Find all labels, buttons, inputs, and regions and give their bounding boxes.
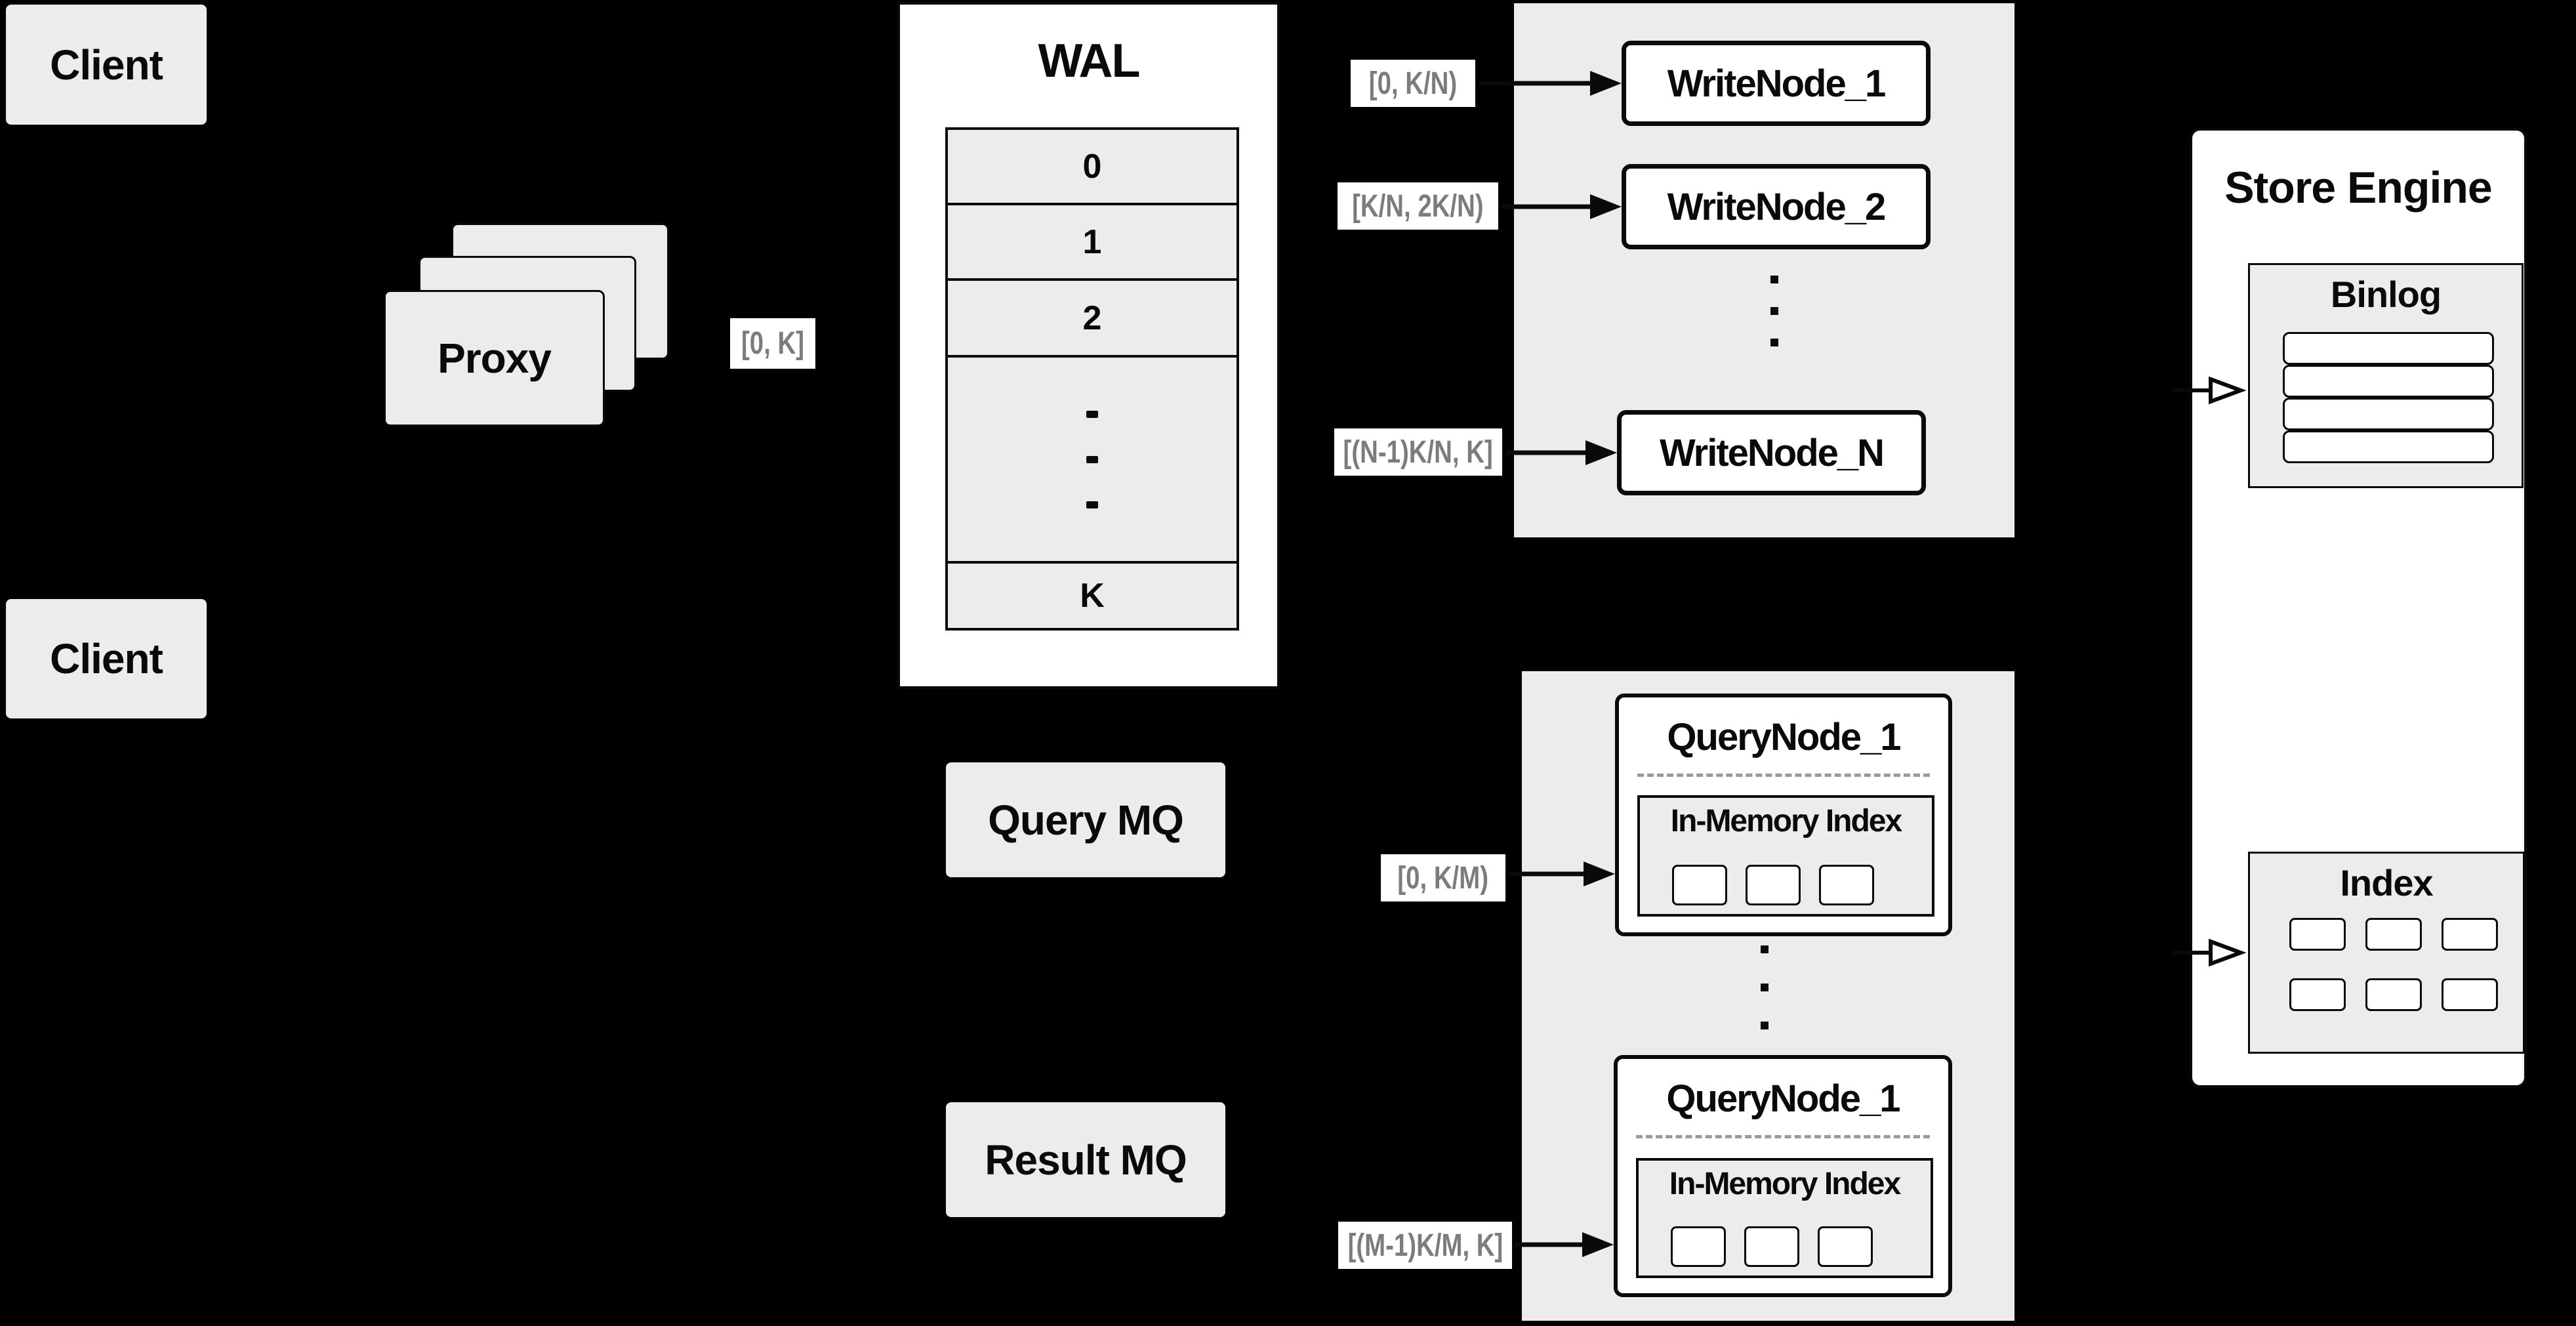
index-box: Index	[2248, 852, 2525, 1054]
wal-container: WAL 0 1 2 K	[897, 2, 1280, 689]
query-node-2-label: QueryNode_1	[1666, 1077, 1900, 1120]
ellipsis-dot	[1761, 1022, 1768, 1029]
wal-ellipsis-row	[948, 355, 1237, 561]
query-node-ellipsis	[1761, 945, 1768, 1029]
wal-segment-row: 0	[948, 130, 1237, 203]
range-label-querynode-1: [0, K/M)	[1381, 854, 1505, 901]
index-file-chip	[2289, 978, 2346, 1011]
client-middle-label: Client	[50, 635, 163, 682]
index-title: Index	[2340, 862, 2433, 903]
segment-chip	[1746, 865, 1801, 905]
binlog-segment-bar	[2283, 365, 2494, 398]
proxy-label: Proxy	[438, 335, 552, 382]
ellipsis-dot	[1086, 501, 1098, 508]
segment-chip	[1744, 1226, 1799, 1267]
wal-segment-table: 0 1 2 K	[945, 127, 1239, 631]
query-node-1-box: QueryNode_1 In-Memory Index	[1615, 694, 1952, 936]
ellipsis-dot	[1770, 339, 1778, 346]
write-node-1-label: WriteNode_1	[1667, 62, 1886, 105]
wal-segment-row: 1	[948, 203, 1237, 278]
binlog-segment-bar	[2283, 398, 2494, 430]
in-memory-index-title-2: In-Memory Index	[1669, 1167, 1901, 1201]
binlog-title: Binlog	[2330, 274, 2442, 315]
ellipsis-dot	[1770, 307, 1778, 315]
index-file-chip	[2365, 978, 2422, 1011]
segment-chip	[1671, 1226, 1726, 1267]
query-mq-box: Query MQ	[946, 762, 1225, 877]
binlog-segment-bar	[2283, 332, 2494, 365]
segment-chip	[1818, 1226, 1873, 1267]
flow-arrow-to-writenode-2	[1502, 194, 1622, 219]
client-box-top: Client	[6, 5, 207, 125]
write-node-2-box: WriteNode_2	[1622, 164, 1931, 249]
range-label-writenode-n: [(N-1)K/N, K]	[1334, 428, 1502, 476]
ellipsis-dot	[1086, 410, 1098, 418]
index-file-chip	[2442, 978, 2498, 1011]
flow-arrow-to-querynode-2	[1514, 1232, 1614, 1257]
client-top-label: Client	[50, 41, 163, 89]
write-node-n-box: WriteNode_N	[1617, 410, 1926, 495]
segment-chip	[1819, 865, 1874, 905]
result-mq-label: Result MQ	[985, 1136, 1187, 1184]
write-node-1-box: WriteNode_1	[1622, 41, 1931, 126]
query-node-1-separator	[1637, 774, 1930, 777]
range-label-writenode-2: [K/N, 2K/N)	[1338, 182, 1498, 230]
in-memory-index-box-1: In-Memory Index	[1637, 795, 1934, 917]
index-file-chip	[2365, 918, 2422, 951]
proxy-box-front: Proxy	[384, 290, 605, 426]
ellipsis-dot	[1086, 455, 1098, 463]
ellipsis-dot	[1761, 945, 1768, 953]
store-engine-box: Store Engine Binlog Index	[2190, 128, 2527, 1088]
flow-arrow-to-writenode-1	[1479, 71, 1622, 96]
wal-title: WAL	[1038, 35, 1141, 87]
flow-arrow-to-writenode-n	[1506, 440, 1617, 465]
ellipsis-dot	[1770, 276, 1778, 283]
wal-segment-row: K	[948, 561, 1237, 628]
segment-chip	[1672, 865, 1727, 905]
write-node-ellipsis	[1770, 276, 1778, 346]
flow-arrow-to-index	[2173, 938, 2247, 967]
store-engine-title: Store Engine	[2224, 163, 2492, 213]
client-box-middle: Client	[6, 599, 207, 718]
flow-arrow-to-binlog	[2173, 376, 2247, 405]
flow-arrow-to-querynode-1	[1509, 861, 1615, 886]
write-node-2-label: WriteNode_2	[1667, 185, 1886, 228]
index-file-chip	[2289, 918, 2346, 951]
wal-segment-row: 2	[948, 278, 1237, 355]
query-node-1-label: QueryNode_1	[1667, 716, 1901, 758]
range-label-writenode-1: [0, K/N)	[1351, 60, 1475, 107]
result-mq-box: Result MQ	[946, 1102, 1225, 1217]
binlog-box: Binlog	[2248, 263, 2524, 488]
query-mq-label: Query MQ	[988, 796, 1184, 844]
binlog-segment-bar	[2283, 430, 2494, 463]
write-node-n-label: WriteNode_N	[1659, 431, 1885, 474]
in-memory-index-title-1: In-Memory Index	[1670, 804, 1902, 839]
in-memory-index-box-2: In-Memory Index	[1636, 1158, 1933, 1278]
range-label-querynode-2: [(M-1)K/M, K]	[1338, 1222, 1512, 1269]
ellipsis-dot	[1761, 984, 1768, 991]
index-file-chip	[2442, 918, 2498, 951]
query-node-2-box: QueryNode_1 In-Memory Index	[1614, 1055, 1952, 1297]
range-label-proxy-to-wal: [0, K]	[730, 318, 815, 369]
query-node-2-separator	[1636, 1135, 1930, 1138]
